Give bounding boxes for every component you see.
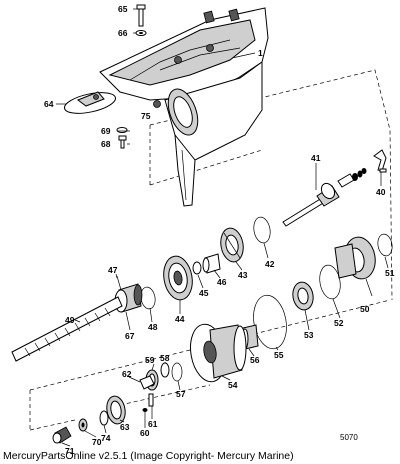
- label-64: 64: [44, 99, 54, 109]
- o-ring-52[interactable]: [317, 264, 343, 301]
- part-labels: 65 66 1 64 75 69 68 41 40 42 43 46 45 44…: [44, 4, 395, 456]
- label-70: 70: [92, 437, 102, 447]
- bearing-53[interactable]: [291, 280, 316, 311]
- o-ring-63[interactable]: [105, 395, 128, 426]
- label-68: 68: [101, 139, 111, 149]
- retainer-62[interactable]: [139, 375, 155, 390]
- label-46: 46: [217, 277, 227, 287]
- washer-74[interactable]: [99, 410, 109, 426]
- label-74: 74: [101, 433, 111, 443]
- label-54: 54: [228, 380, 238, 390]
- label-65: 65: [118, 4, 128, 14]
- label-41: 41: [311, 153, 321, 163]
- pin-47[interactable]: [116, 275, 122, 291]
- label-66: 66: [118, 28, 128, 38]
- label-59: 59: [145, 355, 155, 365]
- washer-45[interactable]: [192, 261, 202, 275]
- label-1: 1: [258, 48, 263, 58]
- label-47: 47: [108, 265, 118, 275]
- o-ring-42[interactable]: [252, 216, 272, 244]
- label-53: 53: [304, 330, 314, 340]
- gearcase-housing[interactable]: [99, 7, 269, 207]
- nut-70[interactable]: [78, 418, 88, 432]
- o-ring-55[interactable]: [250, 293, 291, 352]
- label-51: 51: [385, 268, 395, 278]
- drawing-number: 5070: [340, 433, 358, 442]
- label-71: 71: [65, 446, 75, 456]
- o-ring-57[interactable]: [171, 362, 183, 382]
- bolt-65[interactable]: [136, 4, 146, 27]
- washer-66[interactable]: [135, 30, 147, 36]
- gear-71[interactable]: [52, 426, 72, 444]
- bolt-68[interactable]: [118, 135, 127, 149]
- label-58: 58: [160, 353, 170, 363]
- label-44: 44: [175, 314, 185, 324]
- label-57: 57: [176, 389, 186, 399]
- label-55: 55: [274, 350, 284, 360]
- label-43: 43: [238, 270, 248, 280]
- label-62: 62: [122, 369, 132, 379]
- washer-58[interactable]: [160, 362, 170, 378]
- shift-shaft-41[interactable]: [282, 168, 367, 227]
- trim-tab-64[interactable]: [63, 89, 118, 117]
- label-67: 67: [125, 331, 135, 341]
- washer-60[interactable]: [142, 408, 148, 412]
- bearing-carrier-54[interactable]: [186, 321, 247, 384]
- shift-cam-40[interactable]: [373, 149, 387, 173]
- nut-75[interactable]: [153, 100, 161, 108]
- bearing-43[interactable]: [218, 226, 246, 263]
- leader-lines: [56, 8, 389, 447]
- screw-61[interactable]: [148, 393, 154, 407]
- label-61: 61: [148, 419, 158, 429]
- label-48: 48: [148, 322, 158, 332]
- forward-gear-44[interactable]: [160, 254, 195, 302]
- label-42: 42: [265, 259, 275, 269]
- label-40: 40: [376, 187, 386, 197]
- label-63: 63: [120, 422, 130, 432]
- bearing-carrier-50[interactable]: [334, 235, 378, 282]
- o-ring-51[interactable]: [376, 233, 394, 257]
- washer-69[interactable]: [116, 127, 128, 133]
- label-52: 52: [334, 318, 344, 328]
- copyright-footer: MercuryPartsOnline v2.5.1 (Image Copyrig…: [3, 450, 294, 462]
- label-50: 50: [360, 304, 370, 314]
- propeller-shaft-49[interactable]: [11, 296, 123, 362]
- label-56: 56: [250, 355, 260, 365]
- label-75: 75: [141, 111, 151, 121]
- label-60: 60: [140, 428, 150, 438]
- label-45: 45: [199, 288, 209, 298]
- label-49: 49: [65, 315, 75, 325]
- label-69: 69: [101, 126, 111, 136]
- spacer-46[interactable]: [202, 253, 221, 274]
